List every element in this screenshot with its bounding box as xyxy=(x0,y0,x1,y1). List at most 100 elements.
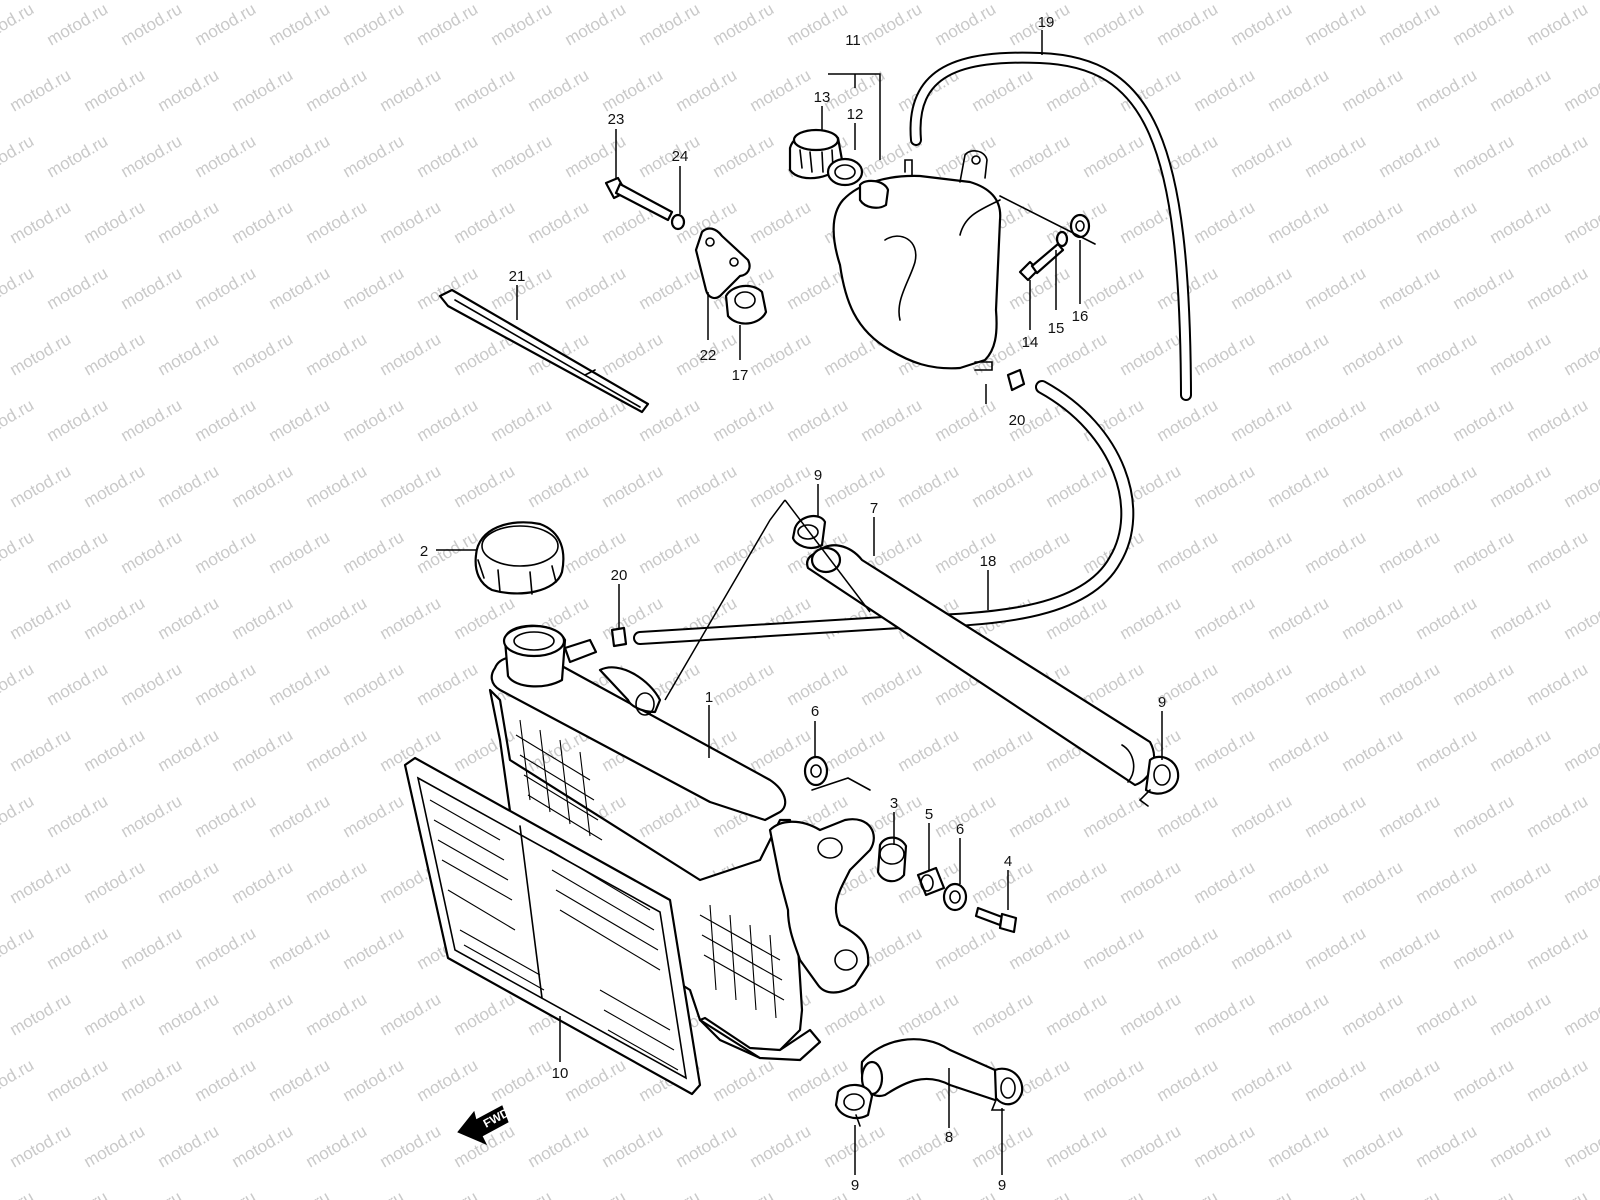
watermark-text: motod.ru xyxy=(636,0,704,49)
watermark-text: motod.ru xyxy=(562,1187,630,1200)
watermark-text: motod.ru xyxy=(118,1187,186,1200)
watermark-text: motod.ru xyxy=(1154,1187,1222,1200)
watermark-text: motod.ru xyxy=(155,989,223,1039)
watermark-text: motod.ru xyxy=(81,65,149,115)
radiator xyxy=(488,624,875,1062)
watermark-text: motod.ru xyxy=(1265,65,1333,115)
watermark-text: motod.ru xyxy=(303,989,371,1039)
watermark-text: motod.ru xyxy=(1561,1121,1600,1171)
watermark-text: motod.ru xyxy=(858,0,926,49)
watermark-text: motod.ru xyxy=(266,659,334,709)
watermark-text: motod.ru xyxy=(1413,65,1481,115)
tie-strap xyxy=(438,288,650,414)
callout-9-right: 9 xyxy=(1158,694,1166,711)
watermark-text: motod.ru xyxy=(1561,593,1600,643)
watermark-text: motod.ru xyxy=(1339,857,1407,907)
watermark-text: motod.ru xyxy=(44,0,112,49)
watermark-text: motod.ru xyxy=(1117,1121,1185,1171)
watermark-text: motod.ru xyxy=(710,659,778,709)
reservoir-lock-washer xyxy=(1055,230,1069,248)
watermark-text: motod.ru xyxy=(1080,263,1148,313)
watermark-text: motod.ru xyxy=(1154,0,1222,49)
hose-clamp-lower-right xyxy=(990,1067,1024,1111)
watermark-text: motod.ru xyxy=(1117,329,1185,379)
watermark-text: motod.ru xyxy=(969,725,1037,775)
watermark-text: motod.ru xyxy=(266,1055,334,1105)
watermark-text: motod.ru xyxy=(7,857,75,907)
watermark-text: motod.ru xyxy=(1376,527,1444,577)
watermark-text: motod.ru xyxy=(155,197,223,247)
callout-4: 4 xyxy=(1004,853,1012,870)
callout-22: 22 xyxy=(700,347,717,364)
watermark-text: motod.ru xyxy=(1265,197,1333,247)
watermark-text: motod.ru xyxy=(858,659,926,709)
watermark-text: motod.ru xyxy=(192,923,260,973)
reservoir-neck xyxy=(858,179,890,209)
callout-19: 19 xyxy=(1038,14,1055,31)
watermark-text: motod.ru xyxy=(1450,923,1518,973)
watermark-text: motod.ru xyxy=(0,131,37,181)
radiator-collar xyxy=(916,866,946,897)
watermark-text: motod.ru xyxy=(44,659,112,709)
leader-lines xyxy=(436,30,1163,1175)
watermark-text: motod.ru xyxy=(1339,989,1407,1039)
watermark-text: motod.ru xyxy=(1339,1121,1407,1171)
watermark-text: motod.ru xyxy=(81,725,149,775)
watermark-text: motod.ru xyxy=(303,65,371,115)
watermark-text: motod.ru xyxy=(1043,1121,1111,1171)
watermark-text: motod.ru xyxy=(192,0,260,49)
watermark-text: motod.ru xyxy=(1080,923,1148,973)
watermark-text: motod.ru xyxy=(1302,131,1370,181)
watermark-text: motod.ru xyxy=(1376,131,1444,181)
watermark-text: motod.ru xyxy=(7,593,75,643)
watermark-text: motod.ru xyxy=(377,329,445,379)
watermark-text: motod.ru xyxy=(414,659,482,709)
watermark-text: motod.ru xyxy=(1450,791,1518,841)
watermark-text: motod.ru xyxy=(1117,989,1185,1039)
watermark-text: motod.ru xyxy=(932,791,1000,841)
watermark-text: motod.ru xyxy=(932,1187,1000,1200)
watermark-text: motod.ru xyxy=(1265,989,1333,1039)
watermark-text: motod.ru xyxy=(377,197,445,247)
watermark-text: motod.ru xyxy=(1228,1055,1296,1105)
watermark-text: motod.ru xyxy=(1080,1055,1148,1105)
watermark-text: motod.ru xyxy=(1191,197,1259,247)
watermark-text: motod.ru xyxy=(0,1187,37,1200)
watermark-text: motod.ru xyxy=(1339,329,1407,379)
watermark-text: motod.ru xyxy=(1450,1187,1518,1200)
watermark-text: motod.ru xyxy=(710,527,778,577)
watermark-text: motod.ru xyxy=(44,1055,112,1105)
watermark-text: motod.ru xyxy=(1302,395,1370,445)
watermark-text: motod.ru xyxy=(377,593,445,643)
watermark-text: motod.ru xyxy=(1487,725,1555,775)
watermark-text: motod.ru xyxy=(340,1055,408,1105)
watermark-text: motod.ru xyxy=(7,329,75,379)
watermark-text: motod.ru xyxy=(1228,1187,1296,1200)
watermark-text: motod.ru xyxy=(118,1055,186,1105)
watermark-text: motod.ru xyxy=(1228,527,1296,577)
watermark-text: motod.ru xyxy=(932,923,1000,973)
watermark-text: motod.ru xyxy=(0,791,37,841)
watermark-text: motod.ru xyxy=(1006,791,1074,841)
watermark-text: motod.ru xyxy=(1265,1121,1333,1171)
watermark-text: motod.ru xyxy=(118,131,186,181)
watermark-text: motod.ru xyxy=(377,1121,445,1171)
watermark-text: motod.ru xyxy=(377,461,445,511)
watermark-text: motod.ru xyxy=(118,395,186,445)
watermark-text: motod.ru xyxy=(1191,65,1259,115)
watermark-text: motod.ru xyxy=(81,1121,149,1171)
watermark-text: motod.ru xyxy=(1524,527,1592,577)
watermark-text: motod.ru xyxy=(1006,923,1074,973)
watermark-text: motod.ru xyxy=(747,725,815,775)
callout-2: 2 xyxy=(420,543,428,560)
watermark-text: motod.ru xyxy=(192,1055,260,1105)
watermark-text: motod.ru xyxy=(1302,527,1370,577)
watermark-text: motod.ru xyxy=(0,923,37,973)
watermark-text: motod.ru xyxy=(1265,857,1333,907)
watermark-text: motod.ru xyxy=(414,1055,482,1105)
watermark-text: motod.ru xyxy=(266,395,334,445)
watermark-text: motod.ru xyxy=(44,1187,112,1200)
watermark-text: motod.ru xyxy=(1228,395,1296,445)
watermark-text: motod.ru xyxy=(1561,461,1600,511)
watermark-text: motod.ru xyxy=(0,0,37,49)
